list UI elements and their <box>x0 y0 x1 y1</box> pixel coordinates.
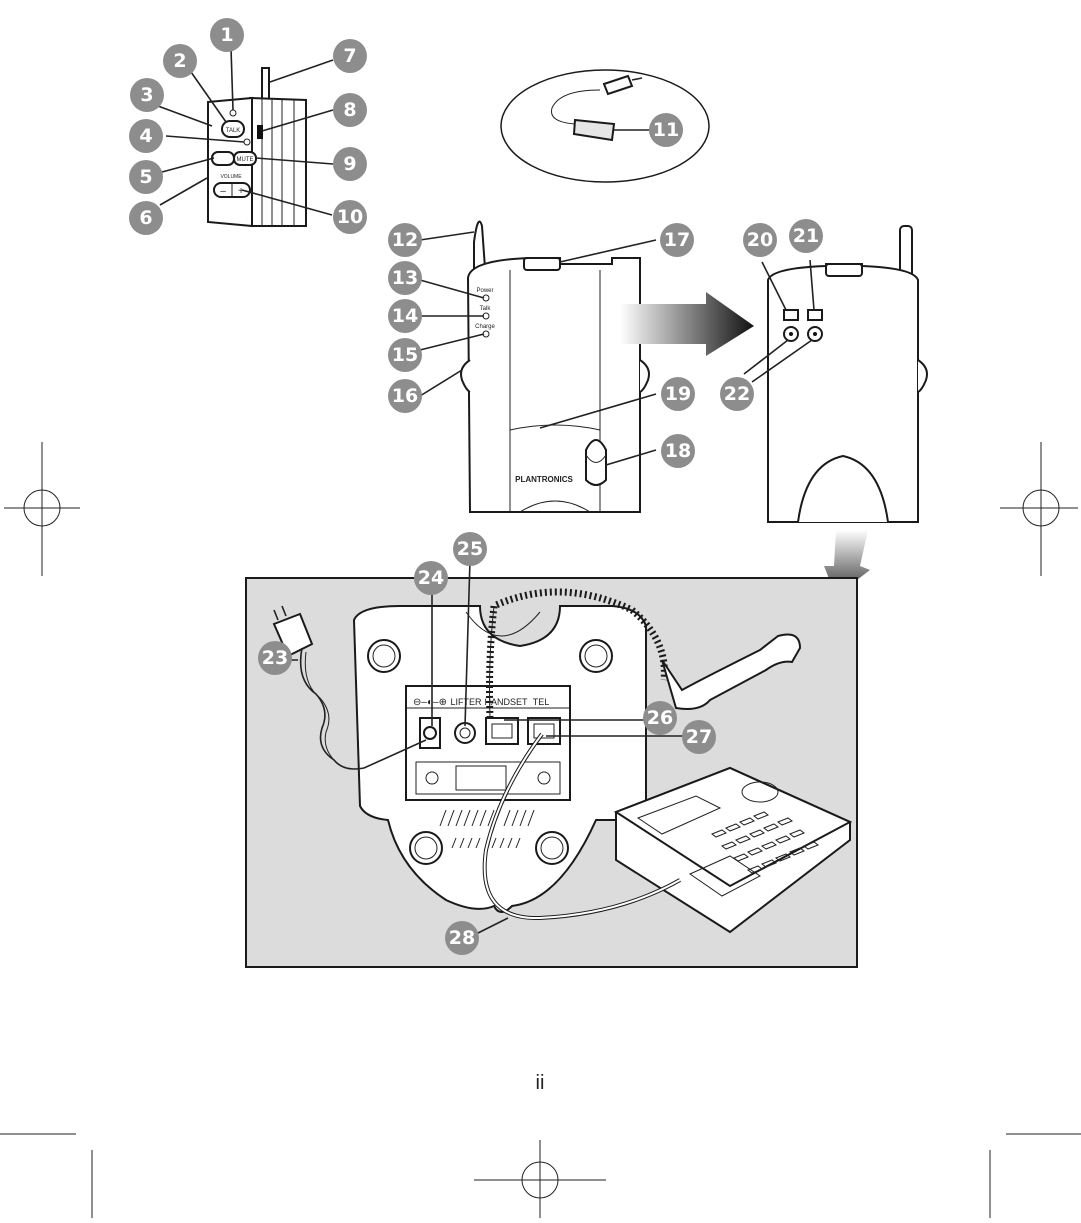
svg-text:1: 1 <box>220 24 233 46</box>
callout-badges: 1 2 3 4 5 6 7 8 9 10 11 12 13 14 15 16 1… <box>129 18 823 955</box>
callout-8: 8 <box>333 93 367 127</box>
svg-text:17: 17 <box>664 229 690 251</box>
callout-22: 22 <box>720 377 754 411</box>
svg-text:26: 26 <box>647 707 673 729</box>
callout-7: 7 <box>333 39 367 73</box>
callout-17: 17 <box>660 223 694 257</box>
callout-27: 27 <box>682 720 716 754</box>
svg-text:4: 4 <box>139 125 152 147</box>
handset-cord-illustration <box>486 588 802 719</box>
svg-text:28: 28 <box>449 927 475 949</box>
svg-text:18: 18 <box>665 440 691 462</box>
svg-text:23: 23 <box>262 647 288 669</box>
svg-text:13: 13 <box>392 267 418 289</box>
svg-text:16: 16 <box>392 385 418 407</box>
callout-11: 11 <box>649 113 683 147</box>
tel-label: TEL <box>533 697 550 707</box>
svg-text:6: 6 <box>139 207 152 229</box>
svg-text:3: 3 <box>140 84 153 106</box>
callout-28: 28 <box>445 921 479 955</box>
base-power-label: Power <box>476 288 493 294</box>
callout-2: 2 <box>163 44 197 78</box>
callout-10: 10 <box>333 200 367 234</box>
svg-text:7: 7 <box>343 45 356 67</box>
svg-text:15: 15 <box>392 344 418 366</box>
callout-20: 20 <box>743 223 777 257</box>
base-brand-label: PLANTRONICS <box>515 475 573 484</box>
svg-text:25: 25 <box>457 538 483 560</box>
headset-minus-label: – <box>220 186 226 197</box>
callout-1: 1 <box>210 18 244 52</box>
callout-16: 16 <box>388 379 422 413</box>
callout-19: 19 <box>661 377 695 411</box>
registration-marks <box>0 442 1081 1218</box>
callout-13: 13 <box>388 261 422 295</box>
svg-text:11: 11 <box>653 119 679 141</box>
base-rear-illustration <box>767 225 928 523</box>
headset-volume-label: VOLUME <box>220 174 242 180</box>
base-charge-label: Charge <box>475 324 495 330</box>
svg-text:9: 9 <box>343 153 356 175</box>
connector-polarity-label: ⊖–◐–⊕ <box>413 697 447 708</box>
callout-4: 4 <box>129 119 163 153</box>
bottom-view-panel: ⊖–◐–⊕ LIFTER HANDSET TEL <box>245 577 858 968</box>
callout-12: 12 <box>388 223 422 257</box>
callout-5: 5 <box>129 160 163 194</box>
callout-9: 9 <box>333 147 367 181</box>
handset-label: HANDSET <box>484 697 528 707</box>
svg-text:21: 21 <box>793 225 819 247</box>
callout-24: 24 <box>414 561 448 595</box>
svg-text:8: 8 <box>343 99 356 121</box>
callout-25: 25 <box>453 532 487 566</box>
callout-3: 3 <box>130 78 164 112</box>
desk-telephone-illustration <box>613 766 853 934</box>
svg-text:27: 27 <box>686 726 712 748</box>
headset-illustration: TALK MUTE VOLUME – + <box>207 67 307 228</box>
svg-text:24: 24 <box>418 567 444 589</box>
base-talk-label: Talk <box>480 306 492 312</box>
callout-6: 6 <box>129 201 163 235</box>
svg-text:12: 12 <box>392 229 418 251</box>
headset-leader-lines <box>157 47 334 216</box>
headset-mute-label: MUTE <box>237 157 254 163</box>
callout-23: 23 <box>258 641 292 675</box>
svg-text:10: 10 <box>337 206 363 228</box>
base-front-illustration: Power Talk Charge PLANTRONICS <box>460 220 650 513</box>
callout-14: 14 <box>388 299 422 333</box>
svg-text:19: 19 <box>665 383 691 405</box>
callout-26: 26 <box>643 701 677 735</box>
base-rear-leader-lines <box>743 259 815 383</box>
headset-talk-label: TALK <box>226 128 241 134</box>
svg-text:22: 22 <box>724 383 750 405</box>
headset-cord-illustration <box>500 69 710 183</box>
base-front-leader-lines <box>419 231 657 466</box>
svg-text:5: 5 <box>139 166 152 188</box>
callout-21: 21 <box>789 219 823 253</box>
svg-text:2: 2 <box>173 50 186 72</box>
arrow-to-rear-view <box>620 292 754 356</box>
headset-plus-label: + <box>238 186 244 197</box>
svg-text:14: 14 <box>392 305 418 327</box>
callout-15: 15 <box>388 338 422 372</box>
svg-text:20: 20 <box>747 229 773 251</box>
callout-18: 18 <box>661 434 695 468</box>
page-number: ii <box>536 1072 545 1094</box>
